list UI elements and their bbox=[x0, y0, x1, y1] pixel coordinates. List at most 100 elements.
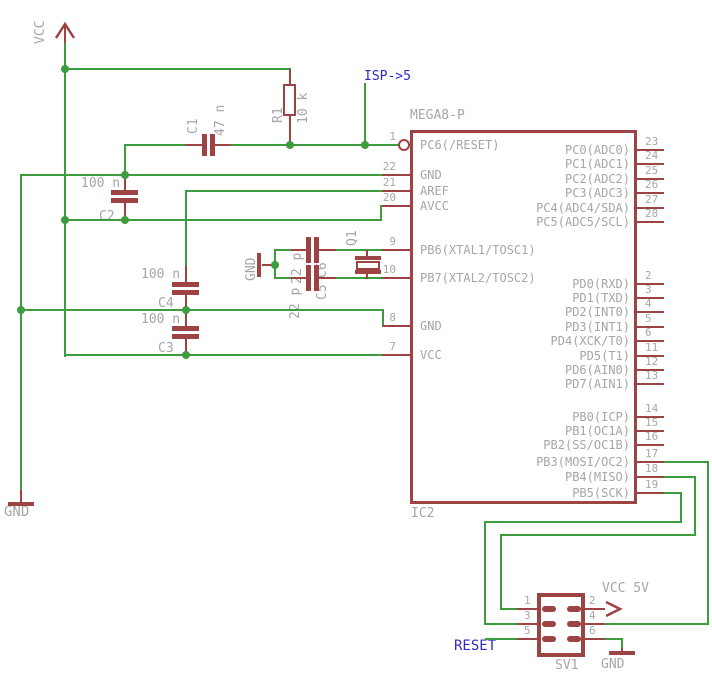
wire-segment bbox=[621, 638, 623, 650]
component-lead bbox=[291, 249, 307, 251]
component-plate bbox=[355, 270, 381, 274]
ic-pin-number: 21 bbox=[382, 176, 396, 189]
wire-segment bbox=[335, 249, 383, 251]
pin-stub bbox=[637, 311, 664, 313]
component-plate bbox=[314, 237, 319, 263]
wire-segment bbox=[605, 638, 623, 640]
ic-pin-name: PD4(XCK/T0) bbox=[550, 334, 630, 348]
pin-stub bbox=[637, 326, 664, 328]
sv1-pad bbox=[567, 621, 581, 627]
ic-pin-number: 24 bbox=[645, 149, 659, 162]
wire-segment bbox=[500, 534, 696, 536]
component-lead bbox=[185, 266, 187, 284]
component-lead bbox=[517, 638, 537, 640]
pin-stub bbox=[637, 416, 664, 418]
component-plate bbox=[202, 134, 207, 156]
pin-stub bbox=[637, 369, 664, 371]
component-lead bbox=[185, 144, 202, 146]
pin-stub bbox=[382, 249, 410, 251]
ic-pin-number: 9 bbox=[389, 235, 396, 248]
r1-value: 10 k bbox=[296, 92, 311, 124]
sv1-pad bbox=[567, 636, 581, 642]
q1-body bbox=[356, 261, 380, 270]
pin-stub bbox=[382, 277, 410, 279]
wire-segment bbox=[500, 534, 502, 610]
wire-segment bbox=[20, 174, 383, 176]
ic-pin-number: 12 bbox=[645, 355, 659, 368]
ic-pin-name: PC1(ADC1) bbox=[564, 157, 630, 171]
pin-stub bbox=[637, 430, 664, 432]
sv1-refdes: SV1 bbox=[555, 658, 579, 673]
c3-value: 100 n bbox=[141, 312, 181, 327]
junction-dot bbox=[286, 141, 294, 149]
ic-pin-name: PD5(T1) bbox=[579, 349, 630, 363]
sv1-pin-number: 1 bbox=[524, 594, 531, 607]
sv1-pin-number: 2 bbox=[589, 594, 596, 607]
wire-segment bbox=[380, 205, 382, 221]
ic-pin-name: PB0(ICP) bbox=[572, 410, 630, 424]
sv1-pin-number: 4 bbox=[589, 609, 596, 622]
wire-segment bbox=[485, 623, 518, 625]
pin-stub bbox=[637, 444, 664, 446]
ic-pin-name: AVCC bbox=[420, 199, 449, 213]
ic-pin-name: PC5(ADC5/SCL) bbox=[536, 215, 630, 229]
component-plate bbox=[172, 290, 199, 295]
component-plate bbox=[355, 256, 381, 260]
component-lead bbox=[318, 249, 336, 251]
gnd-label-sv1: GND bbox=[601, 657, 625, 672]
wire-segment bbox=[64, 219, 381, 221]
ic-pin-name: PC0(ADC0) bbox=[564, 143, 630, 157]
component-plate bbox=[8, 502, 34, 506]
wire-segment bbox=[664, 492, 682, 494]
ic-pin-name: PD1(TXD) bbox=[572, 291, 630, 305]
component-lead bbox=[64, 24, 66, 43]
ic-pin-name: AREF bbox=[420, 184, 449, 198]
wire-segment bbox=[274, 277, 292, 279]
ic-pin-name: PC6(/RESET) bbox=[420, 138, 500, 152]
wire-segment bbox=[680, 492, 682, 523]
ic-pin-name: PB7(XTAL2/TOSC2) bbox=[420, 271, 536, 285]
pin-stub bbox=[637, 178, 664, 180]
pin-stub bbox=[637, 283, 664, 285]
ic-pin-name: PB4(MISO) bbox=[564, 470, 630, 484]
ic-pin-name: PB1(OC1A) bbox=[564, 424, 630, 438]
component-plate bbox=[609, 651, 635, 655]
component-lead bbox=[124, 176, 126, 192]
pin-stub bbox=[637, 355, 664, 357]
wire-segment bbox=[707, 461, 709, 625]
wire-segment bbox=[335, 277, 383, 279]
reset-net-label: RESET bbox=[454, 638, 497, 654]
pin-stub bbox=[637, 476, 664, 478]
component-lead bbox=[185, 338, 187, 355]
ic-pin-number: 26 bbox=[645, 178, 659, 191]
component-lead bbox=[585, 623, 605, 625]
component-lead bbox=[185, 295, 187, 310]
pin-stub bbox=[637, 461, 664, 463]
component-plate bbox=[172, 282, 199, 287]
ic-pin-name: PD0(RXD) bbox=[572, 277, 630, 291]
r1-body bbox=[283, 84, 296, 116]
pin-stub bbox=[382, 174, 410, 176]
wire-segment bbox=[664, 476, 695, 478]
ic-pin-number: 27 bbox=[645, 193, 659, 206]
pin-stub bbox=[637, 297, 664, 299]
ic-pin-name: PB3(MOSI/OC2) bbox=[536, 455, 630, 469]
wire-segment bbox=[64, 68, 291, 70]
wire-segment bbox=[605, 623, 709, 625]
pin-stub bbox=[637, 207, 664, 209]
junction-dot bbox=[121, 171, 129, 179]
ic-pin-number: 11 bbox=[645, 341, 659, 354]
sv1-pad bbox=[567, 606, 581, 612]
sv1-pin-number: 6 bbox=[589, 624, 596, 637]
ic-body bbox=[410, 130, 637, 504]
pin-stub bbox=[637, 383, 664, 385]
ic-pin-number: 5 bbox=[645, 312, 652, 325]
component-lead bbox=[185, 311, 187, 328]
ic-pin-name: PC3(ADC3) bbox=[564, 186, 630, 200]
component-plate bbox=[111, 198, 138, 203]
pin-stub bbox=[637, 192, 664, 194]
junction-dot bbox=[61, 216, 69, 224]
ic-pin-number: 18 bbox=[645, 462, 659, 475]
component-lead bbox=[517, 623, 537, 625]
ic-pin-number: 1 bbox=[389, 130, 396, 143]
